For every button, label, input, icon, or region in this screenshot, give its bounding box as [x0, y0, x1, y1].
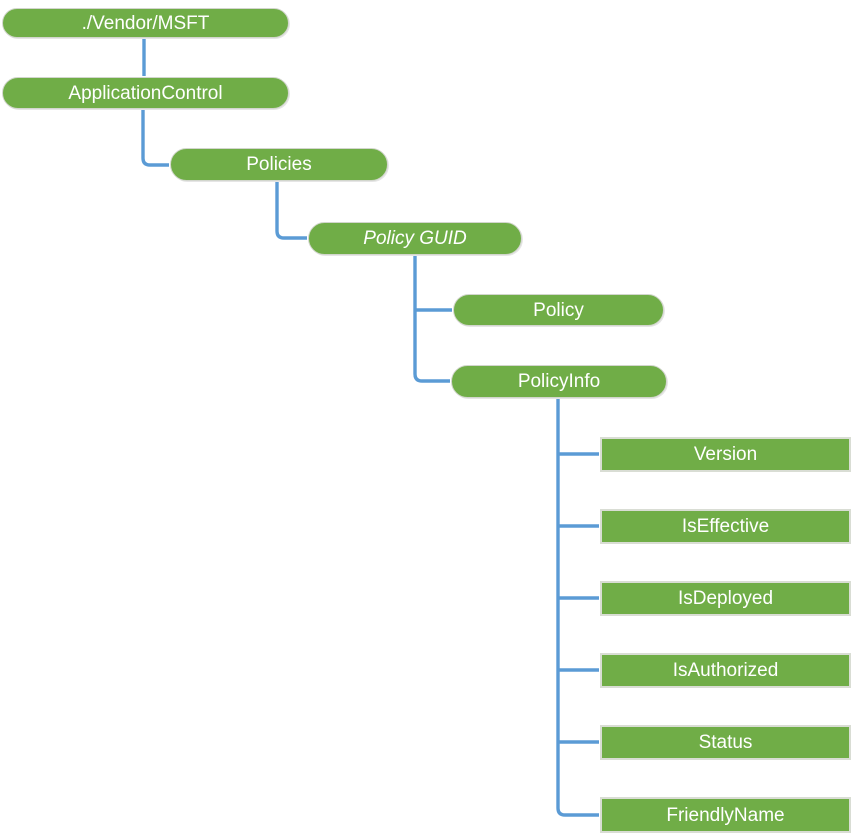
connector-policyinfo-trunk — [556, 399, 599, 817]
node-policy: Policy — [453, 294, 664, 326]
connector-policies-to-policyguid — [275, 182, 307, 240]
node-policy-info: PolicyInfo — [451, 365, 667, 398]
node-friendly-name: FriendlyName — [600, 797, 851, 833]
node-vendor-msft: ./Vendor/MSFT — [2, 8, 289, 38]
node-is-effective: IsEffective — [600, 509, 851, 544]
node-application-control: ApplicationControl — [2, 77, 289, 109]
node-is-authorized: IsAuthorized — [600, 653, 851, 688]
connector-policyguid-trunk — [413, 256, 450, 383]
node-is-deployed: IsDeployed — [600, 581, 851, 616]
node-status: Status — [600, 725, 851, 760]
node-policy-guid: Policy GUID — [308, 222, 522, 255]
node-version: Version — [600, 437, 851, 472]
connector-appcontrol-to-policies — [141, 110, 169, 167]
node-policies: Policies — [170, 148, 388, 181]
